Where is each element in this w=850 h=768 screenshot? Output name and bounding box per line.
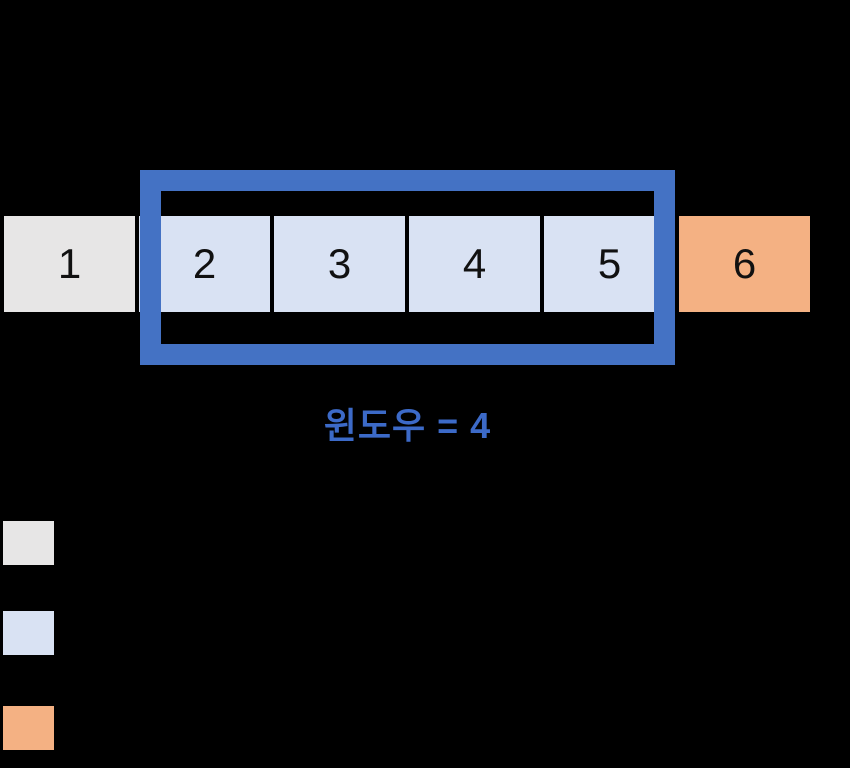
array-cell-3: 3 <box>272 214 407 314</box>
array-cell-1: 1 <box>2 214 137 314</box>
window-size-label: 윈도우 = 4 <box>323 405 492 446</box>
array-cell-4: 4 <box>407 214 542 314</box>
array-cell-6: 6 <box>677 214 812 314</box>
legend-swatch-orange <box>3 706 54 750</box>
legend-swatch-gray <box>3 521 54 565</box>
sliding-window-frame <box>140 170 675 365</box>
legend-swatch-blue <box>3 611 54 655</box>
